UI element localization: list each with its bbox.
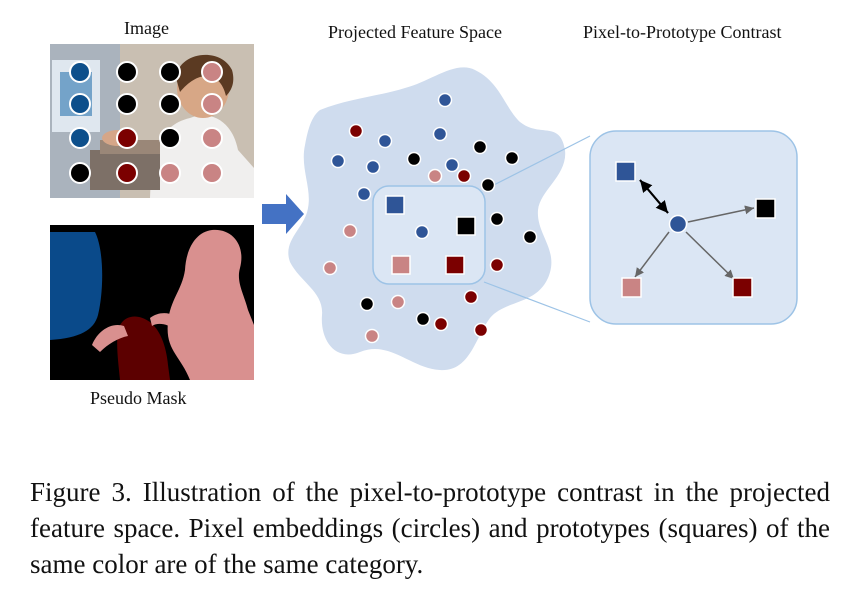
- projected-feature-space-label: Projected Feature Space: [328, 22, 502, 42]
- image-label: Image: [124, 18, 169, 38]
- contrast-panel: [589, 130, 798, 325]
- right-arrow-icon: [262, 194, 304, 234]
- figure-caption: Figure 3. Illustration of the pixel-to-p…: [30, 477, 830, 579]
- feature-prototypes: [385, 195, 476, 275]
- figure-diagram: [50, 44, 798, 380]
- zoom-line-bottom: [483, 281, 591, 323]
- feature-circles: [322, 92, 538, 344]
- pseudo-mask-label: Pseudo Mask: [90, 388, 187, 408]
- contrast-items: [615, 161, 776, 298]
- contrast-arrows: [634, 179, 755, 280]
- zoom-line-top: [483, 135, 591, 191]
- image-grid-circles: [69, 61, 223, 184]
- pixel-to-prototype-label: Pixel-to-Prototype Contrast: [583, 22, 782, 42]
- pseudo-mask: [50, 225, 254, 380]
